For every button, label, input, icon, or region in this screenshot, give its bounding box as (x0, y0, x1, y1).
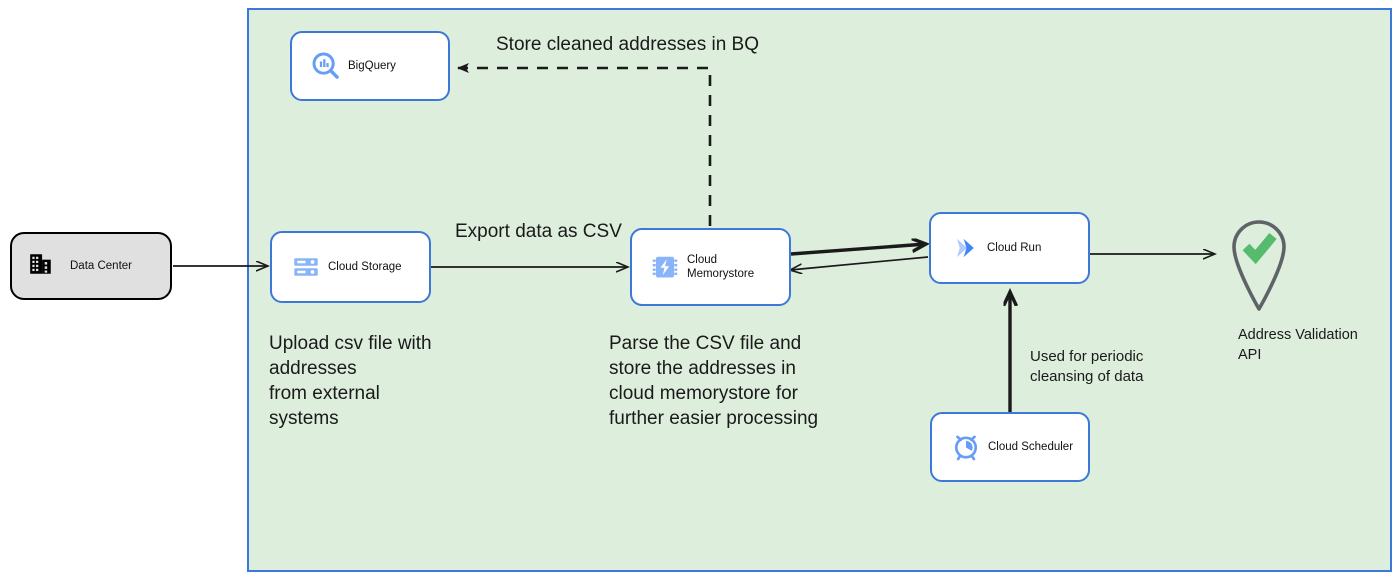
bigquery-icon (304, 50, 348, 82)
node-label-bigquery: BigQuery (348, 59, 396, 72)
node-label-data-center: Data Center (70, 260, 133, 272)
node-cloud-run[interactable]: Cloud Run (929, 212, 1090, 284)
node-data-center[interactable]: Data Center (10, 232, 172, 300)
node-label-cloud-run: Cloud Run (987, 241, 1042, 254)
annotation-upload-csv: Upload csv file with addresses from exte… (269, 333, 432, 430)
edge-label-store-in-bq: Store cleaned addresses in BQ (496, 34, 759, 55)
node-label-address-validation-api: Address Validation API (1238, 327, 1358, 363)
map-pin-check-icon (1218, 206, 1300, 312)
node-label-cloud-memorystore: Cloud Memorystore (687, 253, 755, 280)
memorystore-chip-icon (643, 252, 687, 282)
edge-label-export-csv: Export data as CSV (455, 221, 622, 242)
node-bigquery[interactable]: BigQuery (290, 31, 450, 101)
node-cloud-storage[interactable]: Cloud Storage (270, 231, 431, 303)
node-cloud-memorystore[interactable]: Cloud Memorystore (630, 228, 791, 306)
annotation-scheduler-purpose: Used for periodic cleansing of data (1030, 348, 1144, 386)
alarm-clock-icon (944, 431, 988, 463)
google-cloud-boundary (247, 8, 1392, 572)
node-cloud-scheduler[interactable]: Cloud Scheduler (930, 412, 1090, 482)
building-icon (28, 251, 70, 282)
cloud-run-icon (943, 232, 987, 264)
node-label-cloud-scheduler: Cloud Scheduler (988, 440, 1074, 453)
annotation-parse-csv: Parse the CSV file and store the address… (609, 333, 819, 430)
node-label-cloud-storage: Cloud Storage (328, 260, 402, 273)
cloud-storage-icon (284, 252, 328, 282)
